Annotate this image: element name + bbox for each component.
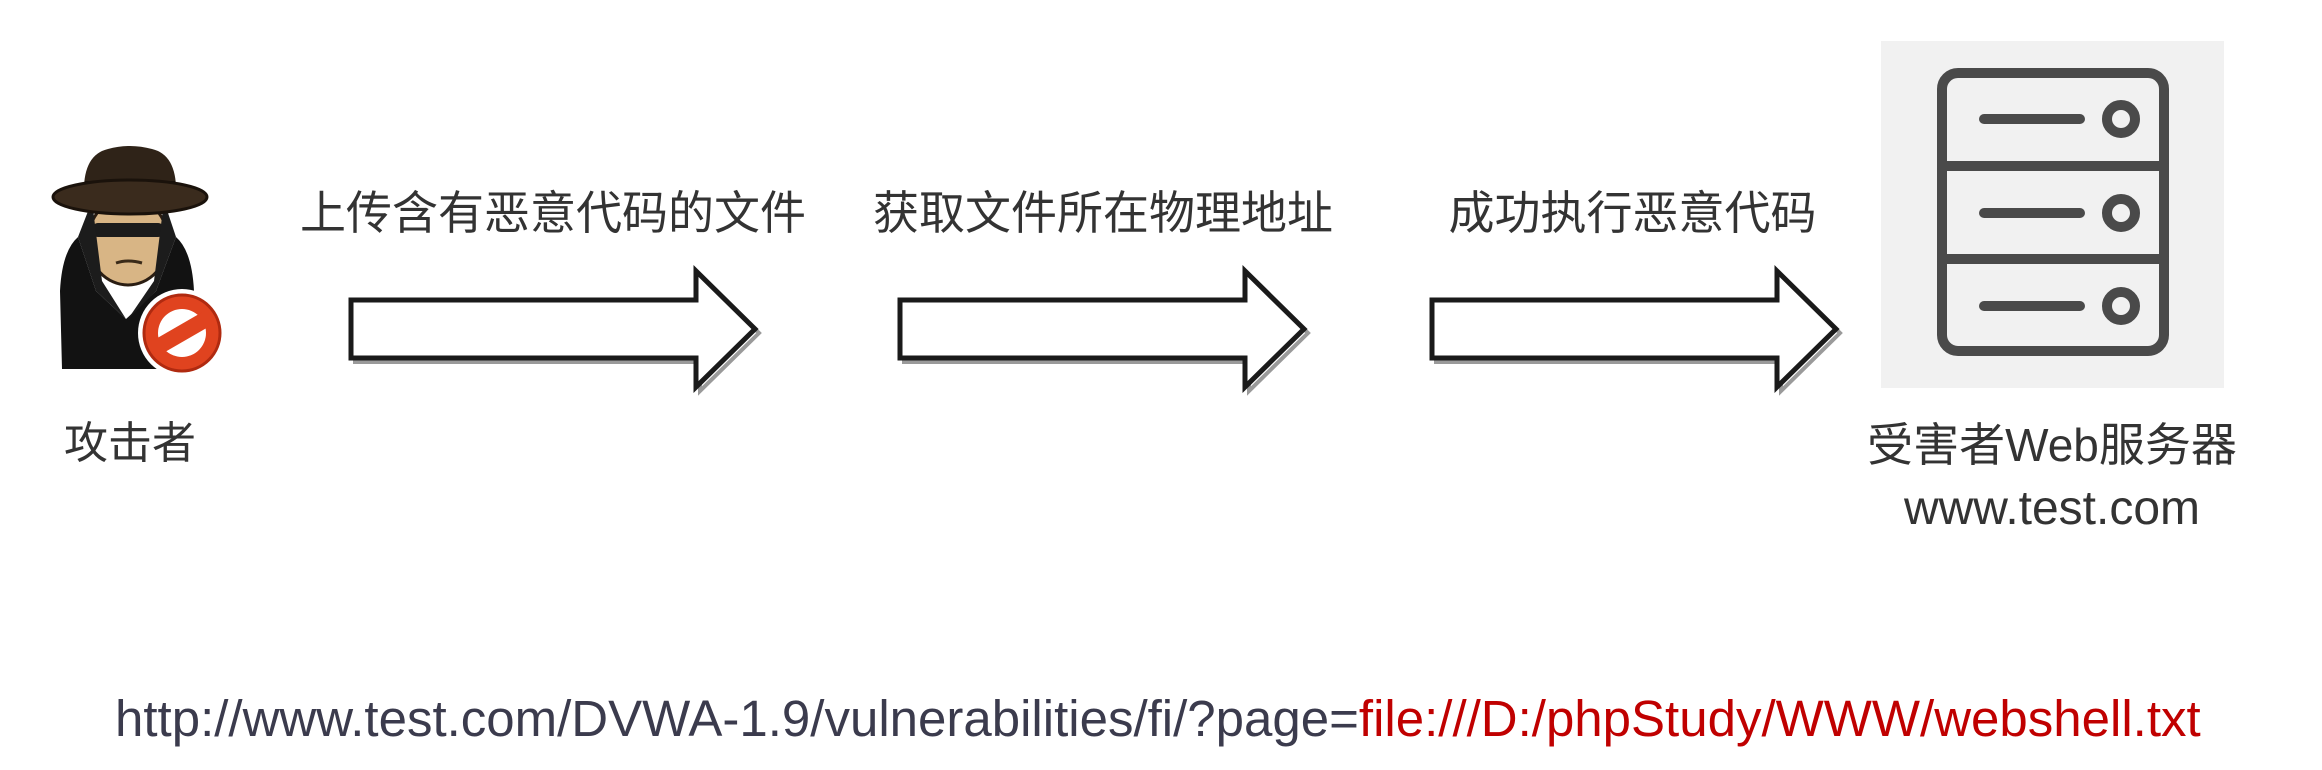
attacker-sunglasses [92, 223, 164, 237]
server-unit-1-light [2102, 100, 2140, 138]
attacker-mouth [115, 259, 143, 265]
attacker-hat-brim [51, 178, 209, 216]
no-entry-icon [138, 289, 226, 377]
attacker-collar-right [128, 201, 176, 319]
step-arrow-3 [1429, 265, 1843, 396]
exploit-url-payload: file:///D:/phpStudy/WWW/webshell.txt [1358, 690, 2201, 747]
server-rack [1937, 68, 2169, 356]
attacker-label: 攻击者 [64, 419, 196, 468]
attacker-collar-left [78, 201, 126, 319]
server-label: 受害者Web服务器 [1867, 419, 2237, 471]
step-arrow-1 [348, 265, 762, 396]
server-unit-2-light [2102, 194, 2140, 232]
server-unit-3-light [2102, 287, 2140, 325]
server-icon [1881, 41, 2224, 388]
server-host: www.test.com [1903, 482, 2201, 535]
exploit-url-base: http://www.test.com/DVWA-1.9/vulnerabili… [115, 690, 1359, 747]
step-label-upload: 上传含有恶意代码的文件 [300, 187, 806, 239]
step-arrow-2 [897, 265, 1311, 396]
exploit-url: http://www.test.com/DVWA-1.9/vulnerabili… [115, 688, 2201, 749]
step-label-execute: 成功执行恶意代码 [1448, 187, 1817, 239]
step-label-locate: 获取文件所在物理地址 [873, 187, 1333, 239]
attacker-icon [51, 146, 226, 377]
